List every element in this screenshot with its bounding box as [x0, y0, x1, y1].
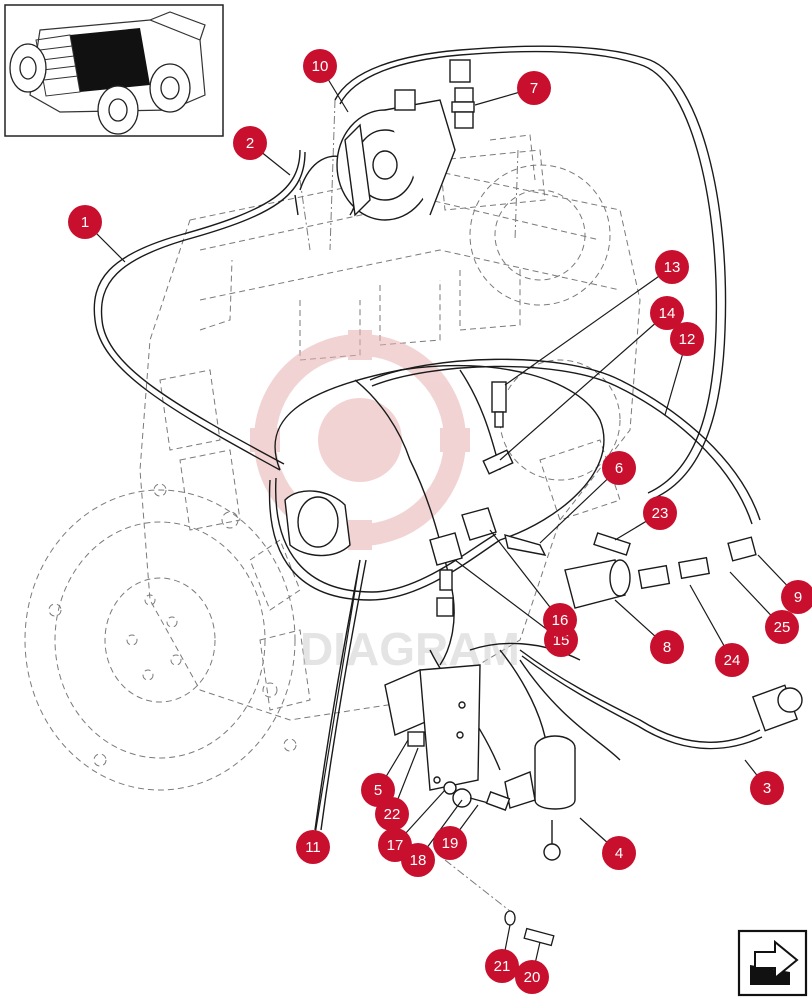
callout-bubble [655, 250, 689, 284]
callout-leader-11 [312, 559, 361, 848]
callout-number: 16 [552, 612, 569, 629]
callout-22: 22 [375, 797, 409, 831]
callout-bubble [433, 826, 467, 860]
callout-bubble [296, 830, 330, 864]
callout-leader-16 [489, 529, 561, 621]
callout-number: 9 [794, 589, 802, 606]
callout-18: 18 [401, 843, 435, 877]
callout-number: 20 [524, 969, 541, 986]
callout-23: 23 [643, 496, 677, 530]
callout-25: 25 [765, 610, 799, 644]
callout-bubble [670, 322, 704, 356]
callout-number: 25 [774, 619, 791, 636]
callout-number: 13 [664, 259, 681, 276]
callout-number: 3 [763, 780, 771, 797]
callout-9: 9 [781, 580, 812, 614]
callout-6: 6 [602, 451, 636, 485]
callout-number: 4 [615, 845, 623, 862]
callout-number: 6 [615, 460, 623, 477]
callout-number: 7 [530, 80, 538, 97]
callout-24: 24 [715, 643, 749, 677]
callout-bubble [303, 49, 337, 83]
callout-number: 23 [652, 505, 669, 522]
callout-8: 8 [650, 630, 684, 664]
callout-bubble [715, 643, 749, 677]
callout-number: 19 [442, 835, 459, 852]
callout-number: 12 [679, 331, 696, 348]
next-page-arrow-icon[interactable] [737, 929, 808, 997]
callout-number: 21 [494, 958, 511, 975]
callout-1: 1 [68, 205, 102, 239]
callout-bubble [68, 205, 102, 239]
callout-bubble [650, 630, 684, 664]
callout-10: 10 [303, 49, 337, 83]
callout-leader-15 [454, 559, 562, 641]
callout-leader-13 [504, 266, 673, 386]
callout-leaders [84, 65, 799, 978]
callout-leader-14 [499, 312, 668, 461]
callout-number: 24 [724, 652, 741, 669]
callout-number: 10 [312, 58, 329, 75]
callout-number: 2 [246, 135, 254, 152]
callout-bubble [765, 610, 799, 644]
alternator [336, 89, 456, 221]
callout-bubble [375, 797, 409, 831]
machine-thumbnail [4, 4, 224, 137]
callout-7: 7 [517, 71, 551, 105]
callout-bubble [781, 580, 812, 614]
callout-number: 14 [659, 305, 676, 322]
callout-14: 14 [650, 296, 684, 330]
callout-number: 8 [663, 639, 671, 656]
callout-number: 1 [81, 214, 89, 231]
callout-number: 11 [305, 839, 321, 856]
callout-bubble [650, 296, 684, 330]
callout-11: 11 [296, 830, 330, 864]
callout-bubble [543, 603, 577, 637]
loose-hardware [504, 910, 555, 947]
callout-13: 13 [655, 250, 689, 284]
callout-bubble [602, 451, 636, 485]
callout-bubble [602, 836, 636, 870]
callout-bubble [517, 71, 551, 105]
callout-2: 2 [233, 126, 267, 160]
callout-19: 19 [433, 826, 467, 860]
callout-number: 5 [374, 782, 382, 799]
callout-number: 18 [410, 852, 427, 869]
temp-sender [449, 59, 475, 129]
callout-bubble [233, 126, 267, 160]
callout-bubble [515, 960, 549, 994]
callout-bubble [485, 949, 519, 983]
relay-module [384, 664, 493, 808]
callout-20: 20 [515, 960, 549, 994]
callout-bubble [401, 843, 435, 877]
callout-12: 12 [670, 322, 704, 356]
callout-leader-6 [539, 467, 620, 544]
callout-bubble [643, 496, 677, 530]
callout-number: 17 [387, 837, 404, 854]
solenoid [485, 735, 576, 861]
watermark-text: DIAGRAM [300, 623, 520, 675]
callout-21: 21 [485, 949, 519, 983]
callout-4: 4 [602, 836, 636, 870]
callouts: 1234567891011121314151617181920212223242… [68, 49, 812, 994]
component-cluster [284, 381, 803, 732]
callout-bubble [750, 771, 784, 805]
callout-number: 22 [384, 806, 401, 823]
watermark: DIAGRAM [250, 330, 520, 675]
callout-3: 3 [750, 771, 784, 805]
callout-16: 16 [543, 603, 577, 637]
